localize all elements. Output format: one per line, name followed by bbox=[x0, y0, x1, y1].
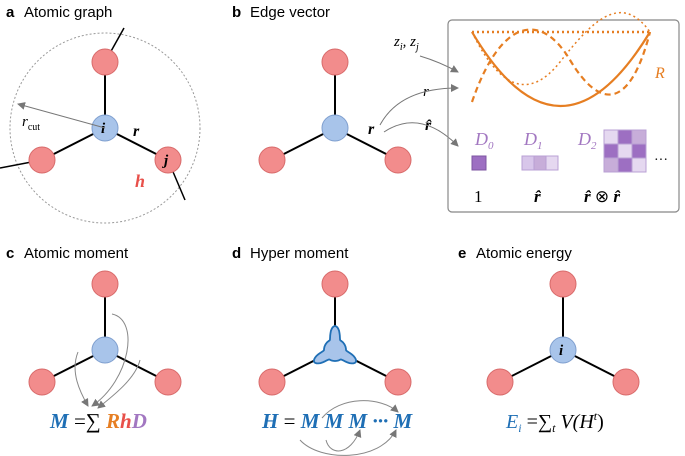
cutoff-circle bbox=[9, 32, 201, 224]
label-D2: D2 bbox=[577, 129, 597, 152]
tensor-D0 bbox=[471, 155, 487, 171]
tensor-label-rhat: r̂ bbox=[534, 187, 541, 206]
b-atom-left bbox=[258, 146, 286, 174]
tensor-label-outer: r̂ ⊗ r̂ bbox=[584, 187, 620, 206]
d-arrow-3 bbox=[321, 400, 399, 419]
arrow-z bbox=[419, 55, 459, 73]
arrow-r bbox=[379, 84, 459, 126]
tensor-label-1: 1 bbox=[474, 187, 483, 206]
label-R: R bbox=[654, 65, 665, 82]
panel-letter-c: c bbox=[6, 245, 14, 262]
edge-vector-box bbox=[447, 19, 680, 213]
panel-title-c: Atomic moment bbox=[24, 245, 129, 262]
label-D0: D0 bbox=[474, 129, 494, 152]
b-atom-center bbox=[321, 114, 349, 142]
panel-letter-b: b bbox=[232, 4, 241, 21]
panel-letter-d: d bbox=[232, 245, 241, 262]
c-atom-right bbox=[154, 368, 182, 396]
hyper-formula: H = M M M ··· M bbox=[261, 409, 413, 433]
panel-b: b Edge vector r zi, zj r r̂ R D0 D1 D2 bbox=[232, 4, 680, 213]
b-label-r: r bbox=[368, 121, 375, 138]
d-atom-right bbox=[384, 368, 412, 396]
d-atom-top bbox=[321, 270, 349, 298]
label-D1: D1 bbox=[523, 129, 543, 152]
panel-title-a: Atomic graph bbox=[24, 4, 112, 21]
panel-e: e Atomic energy i Ei =∑t V(Ht) bbox=[458, 245, 640, 435]
c-sum-arrows bbox=[74, 313, 141, 409]
panel-a: a Atomic graph i j rcut r h bbox=[0, 4, 201, 224]
label-r: r bbox=[133, 123, 140, 140]
d-arrow-1 bbox=[325, 429, 362, 452]
label-h: h bbox=[135, 171, 145, 191]
panel-title-b: Edge vector bbox=[250, 4, 330, 21]
tensor-D2 bbox=[603, 129, 647, 173]
rcut-arrow bbox=[17, 102, 106, 129]
basis-dotted bbox=[471, 11, 651, 86]
b-atom-top bbox=[321, 48, 349, 76]
label-rcut: rcut bbox=[22, 114, 40, 133]
d-arrow-2 bbox=[299, 429, 397, 456]
energy-formula: Ei =∑t V(Ht) bbox=[505, 409, 604, 435]
basis-dashed bbox=[470, 28, 652, 103]
radial-basis-curves bbox=[470, 11, 652, 108]
moment-formula: M =∑ RhD bbox=[49, 409, 147, 433]
e-atom-right bbox=[612, 368, 640, 396]
panel-d: d Hyper moment H = M M M ··· M bbox=[232, 245, 413, 456]
e-atom-top bbox=[549, 270, 577, 298]
c-atom-center bbox=[91, 336, 119, 364]
neighbor-atom-left bbox=[28, 146, 56, 174]
panel-title-d: Hyper moment bbox=[250, 245, 349, 262]
hyper-star bbox=[312, 325, 358, 365]
neighbor-atom-top bbox=[91, 48, 119, 76]
e-atom-center bbox=[549, 336, 577, 364]
tensor-D1 bbox=[521, 155, 559, 171]
tensor-ellipsis: ··· bbox=[654, 153, 668, 168]
e-label-i: i bbox=[559, 343, 564, 359]
panel-title-e: Atomic energy bbox=[476, 245, 572, 262]
label-j: j bbox=[162, 153, 169, 169]
d-atom-left bbox=[258, 368, 286, 396]
label-i: i bbox=[101, 121, 106, 137]
label-zi-zj: zi, zj bbox=[393, 34, 419, 53]
c-atom-left bbox=[28, 368, 56, 396]
panel-c: c Atomic moment M =∑ RhD bbox=[6, 245, 182, 433]
panel-letter-a: a bbox=[6, 4, 15, 21]
basis-solid bbox=[471, 31, 651, 108]
panel-letter-e: e bbox=[458, 245, 466, 262]
neighbor-atom-j bbox=[154, 146, 182, 174]
label-edge-r: r bbox=[423, 84, 429, 100]
arrow-rhat bbox=[383, 122, 459, 147]
c-atom-top bbox=[91, 270, 119, 298]
b-atom-right bbox=[384, 146, 412, 174]
e-atom-left bbox=[486, 368, 514, 396]
